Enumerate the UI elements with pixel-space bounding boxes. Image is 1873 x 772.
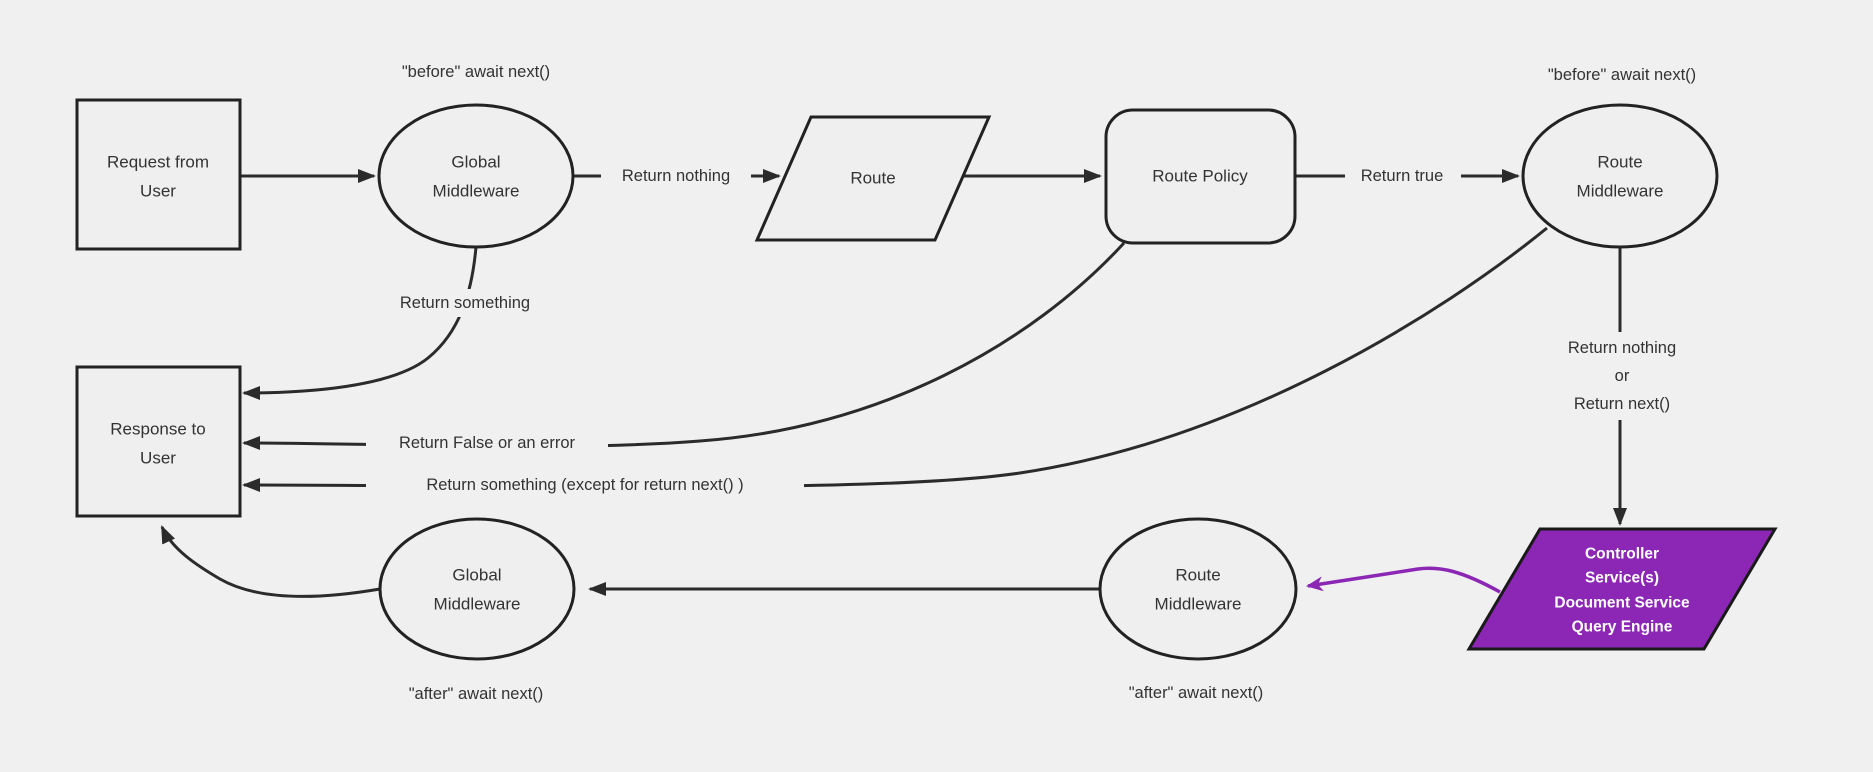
label-after-await-next-global: "after" await next() (409, 685, 544, 703)
controller-shape (1466, 527, 1778, 651)
node-route-middleware-bottom: Route Middleware (1098, 517, 1298, 661)
label-return-true: Return true (1361, 167, 1444, 185)
node-route-middleware-top: Route Middleware (1521, 103, 1719, 249)
svg-text:or: or (1615, 367, 1630, 385)
route-mw-bottom-label-line2: Middleware (1155, 595, 1242, 614)
node-controller: Controller Service(s) Document Service Q… (1466, 527, 1778, 651)
global-mw-bottom-label-line1: Global (452, 566, 501, 585)
edge-global-middleware-to-response (242, 246, 478, 400)
label-return-false-or-error: Return False or an error (366, 429, 608, 457)
label-return-nothing-or-next: Return nothing or Return next() (1544, 332, 1700, 420)
request-label-line1: Request from (107, 153, 209, 172)
route-label: Route (850, 169, 895, 188)
svg-text:Return nothing: Return nothing (1568, 339, 1676, 357)
label-return-something-except: Return something (except for return next… (366, 471, 804, 499)
route-mw-top-label-line1: Route (1597, 153, 1642, 172)
controller-label-line3: Document Service (1554, 595, 1690, 612)
label-return-nothing: Return nothing (622, 167, 730, 185)
node-route-policy: Route Policy (1104, 108, 1297, 245)
edge-controller-to-route-middleware-purple (1306, 566, 1501, 594)
edge-global-middleware-to-response-bottom (160, 525, 381, 598)
response-label-line1: Response to (110, 420, 205, 439)
svg-text:Return next(): Return next() (1574, 395, 1670, 413)
controller-label-line1: Controller (1585, 546, 1659, 563)
svg-text:Return False or an error: Return False or an error (399, 434, 576, 452)
label-after-await-next-route: "after" await next() (1129, 684, 1264, 702)
route-policy-label: Route Policy (1152, 167, 1248, 186)
request-label-line2: User (140, 182, 176, 201)
global-mw-bottom-label-line2: Middleware (434, 595, 521, 614)
global-mw-top-label-line1: Global (451, 153, 500, 172)
route-mw-top-label-line2: Middleware (1577, 182, 1664, 201)
node-global-middleware-bottom: Global Middleware (378, 517, 576, 661)
route-mw-bottom-label-line1: Route (1175, 566, 1220, 585)
label-before-await-next-route: "before" await next() (1548, 66, 1696, 84)
node-request-from-user: Request from User (75, 98, 242, 251)
node-global-middleware-top: Global Middleware (377, 103, 575, 249)
controller-label-line4: Query Engine (1572, 619, 1673, 636)
node-route: Route (754, 115, 992, 242)
label-before-await-next-global: "before" await next() (402, 63, 550, 81)
edge-route-policy-to-response (242, 241, 1126, 451)
controller-label-line2: Service(s) (1585, 570, 1659, 587)
label-return-something: Return something (382, 289, 548, 317)
global-mw-top-label-line2: Middleware (433, 182, 520, 201)
svg-text:Return something (except for r: Return something (except for return next… (426, 476, 743, 494)
svg-text:Return something: Return something (400, 294, 530, 312)
node-response-to-user: Response to User (75, 365, 242, 518)
response-label-line2: User (140, 449, 176, 468)
